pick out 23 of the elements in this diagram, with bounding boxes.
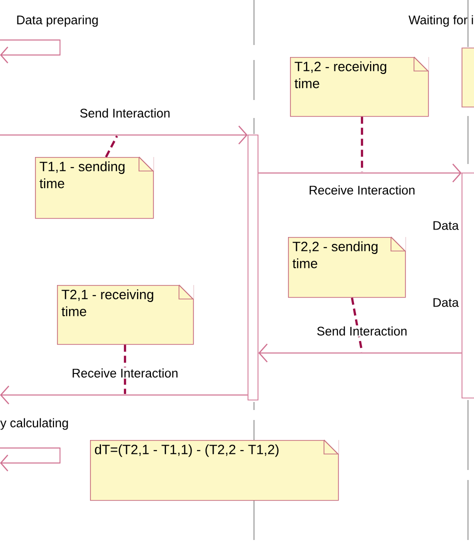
note: T2,1 - receiving time [57, 284, 194, 345]
note: dT=(T2,1 - T1,1) - (T2,2 - T1,2) [90, 439, 339, 501]
label: Data [434, 221, 459, 230]
message-arrow [258, 344, 462, 362]
note: T1,1 - sending time [35, 156, 154, 219]
activation-bar [462, 172, 474, 398]
message-arrow [0, 386, 248, 404]
leader-line [124, 344, 126, 394]
message-arrow [0, 126, 248, 144]
leader-line [350, 298, 364, 352]
edge-label: Send Interaction [78, 107, 172, 119]
leader-line [105, 136, 118, 158]
message-arrow [258, 164, 462, 182]
note: T1,2 - receiving time [290, 56, 429, 117]
activation-bar [248, 134, 258, 400]
label: Data preparing [17, 15, 98, 27]
label: y calculating [0, 418, 68, 430]
edge-label: Receive Interaction [308, 184, 416, 196]
label: Waiting for i [408, 15, 473, 27]
edge-label: Receive Interaction [70, 367, 180, 379]
note: T2,2 - sending time [288, 236, 406, 298]
label: Data [434, 298, 459, 307]
edge-label: Send Interaction [316, 325, 408, 337]
